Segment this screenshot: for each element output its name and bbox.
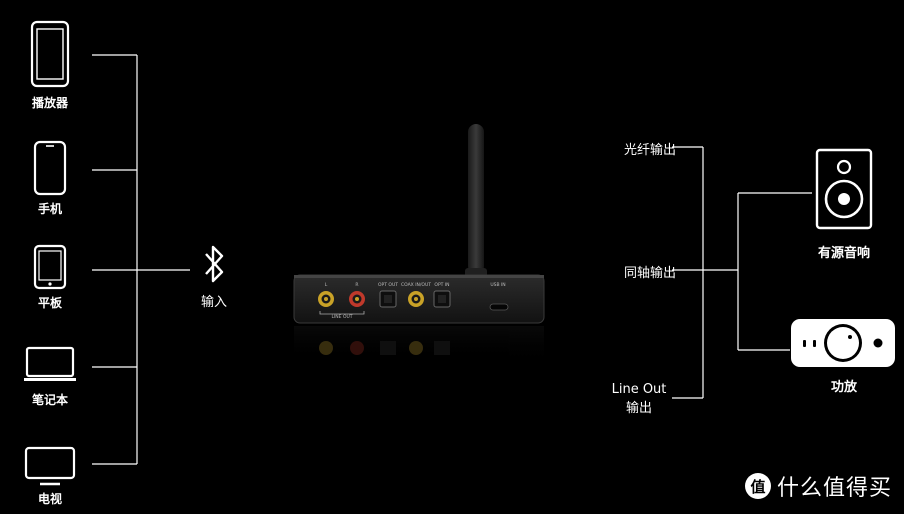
port-label-line-out: LINE OUT <box>331 314 352 320</box>
player-icon <box>30 20 70 88</box>
watermark: 值 什么值得买 <box>744 470 892 502</box>
tv-icon <box>24 446 76 486</box>
output-label-line-out: Line Out 输出 <box>596 382 682 416</box>
output-label-optical: 光纤输出 <box>623 143 676 158</box>
source-label-laptop: 笔记本 <box>31 393 68 407</box>
watermark-text: 什么值得买 <box>776 476 892 501</box>
target-label-amp: 功放 <box>830 380 857 395</box>
bluetooth-icon <box>205 245 224 283</box>
watermark-badge: 值 <box>744 473 771 499</box>
phone-icon <box>33 140 67 196</box>
source-label-phone: 手机 <box>37 202 62 216</box>
port-label-l: L <box>325 282 328 288</box>
input-label: 输入 <box>200 295 227 310</box>
source-label-player: 播放器 <box>31 96 68 110</box>
output-label-line-out-line2: 输出 <box>625 401 652 416</box>
source-label-tablet: 平板 <box>37 296 62 310</box>
source-label-tv: 电视 <box>37 492 62 506</box>
laptop-icon <box>24 346 76 381</box>
output-label-coax: 同轴输出 <box>623 266 676 281</box>
port-label-opt-out: OPT OUT <box>378 282 398 288</box>
bluetooth-receiver-device: L R OPT OUT COAX IN/OUT OPT IN USB IN LI… <box>293 124 545 366</box>
amplifier-icon <box>791 319 895 367</box>
port-label-coax: COAX IN/OUT <box>401 282 431 288</box>
speaker-icon <box>815 148 873 230</box>
port-label-usb: USB IN <box>490 282 505 288</box>
target-label-speaker: 有源音响 <box>817 246 870 261</box>
tablet-icon <box>33 244 67 290</box>
output-label-line-out-line1: Line Out <box>611 382 667 397</box>
port-label-r: R <box>355 282 358 288</box>
port-label-opt-in: OPT IN <box>434 282 449 288</box>
